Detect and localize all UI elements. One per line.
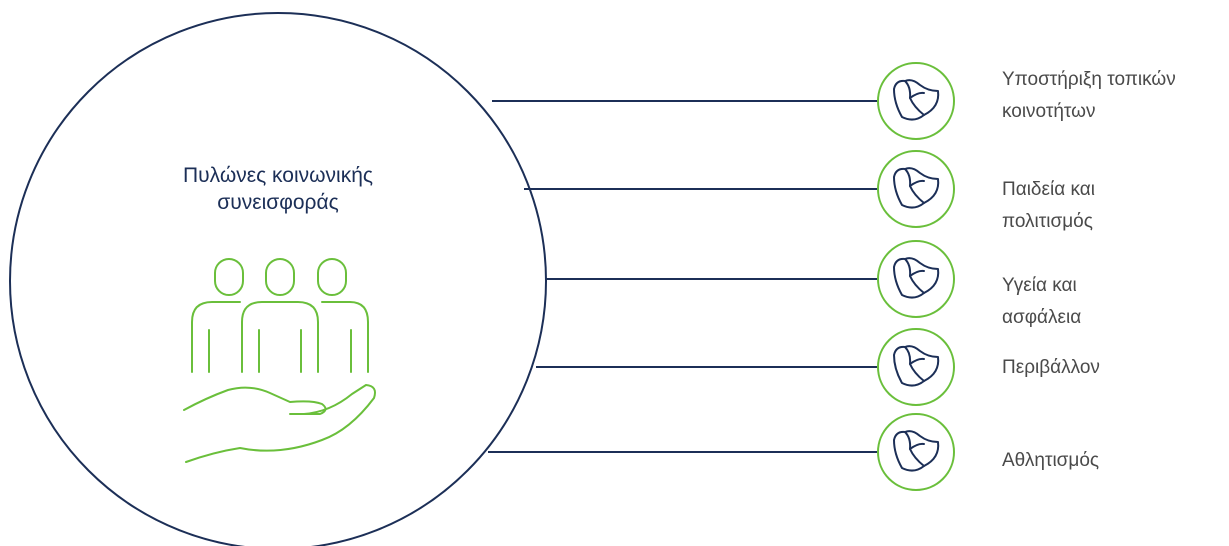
leaf-icon [877,150,955,228]
people-on-hand-icon [183,258,376,463]
pillar-label-local-communities: Υποστήριξη τοπικών κοινοτήτων [1002,64,1176,128]
pillar-label-sports: Αθλητισμός [1002,445,1099,477]
pillar-label-line: κοινοτήτων [1002,101,1096,122]
pillar-label-line: Υποστήριξη τοπικών [1002,69,1176,90]
pillar-label-line: ασφάλεια [1002,307,1082,328]
pillar-label-line: Παιδεία και [1002,179,1095,200]
pillar-label-health-safety: Υγεία και ασφάλεια [1002,270,1081,334]
leaf-icon [877,240,955,318]
pillar-label-line: Υγεία και [1002,275,1077,296]
leaf-icon [877,328,955,406]
pillar-label-line: Αθλητισμός [1002,450,1100,471]
connector-lines [488,100,877,453]
leaf-icon [877,62,955,140]
central-title-line: Πυλώνες κοινωνικής [183,164,373,187]
pillar-label-line: πολιτισμός [1002,211,1093,232]
pillar-label-environment: Περιβάλλον [1002,352,1100,384]
leaf-icon [877,413,955,491]
pillar-label-education-culture: Παιδεία και πολιτισμός [1002,174,1095,238]
central-circle [9,12,547,546]
pillar-label-line: Περιβάλλον [1002,357,1100,378]
central-title-line: συνεισφοράς [217,191,339,214]
central-title: Πυλώνες κοινωνικής συνεισφοράς [138,162,418,216]
